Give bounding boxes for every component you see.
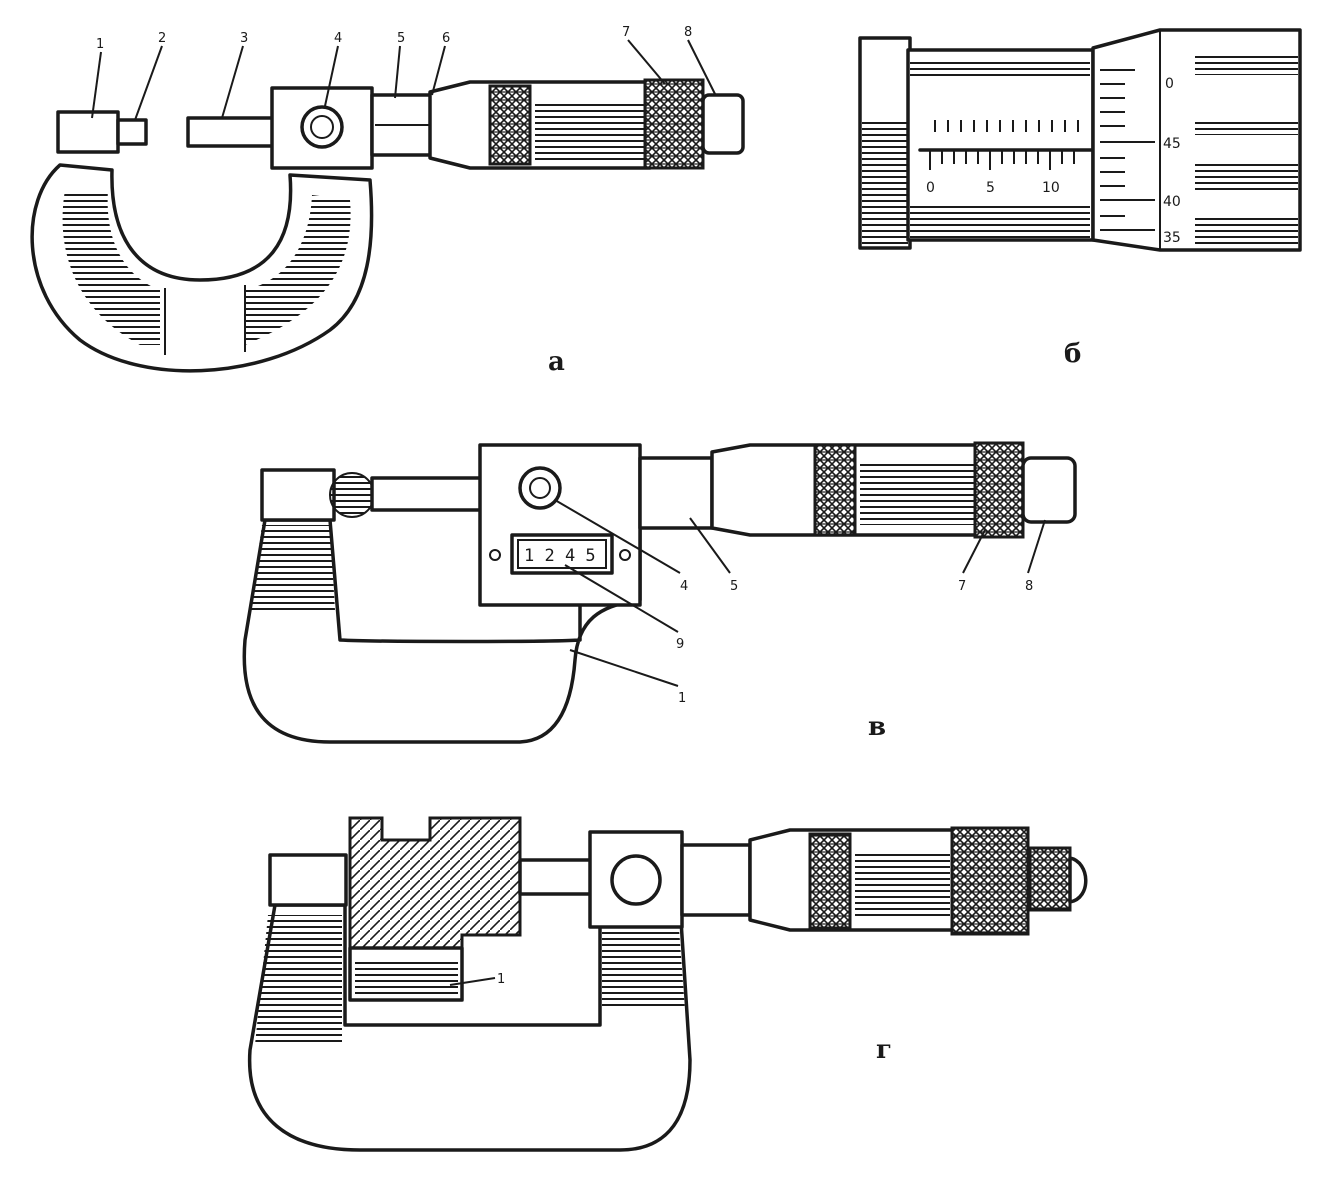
panel-label-a: а	[548, 347, 565, 377]
sleeve-upper-ticks	[934, 120, 1079, 132]
callout-8: 8	[1025, 579, 1033, 594]
thimble-number-45: 45	[1163, 136, 1181, 152]
panel-g-leader	[449, 977, 496, 986]
digital-display	[510, 533, 614, 575]
body-block	[478, 443, 642, 607]
thimble-number-35: 35	[1163, 230, 1181, 246]
callout-4: 4	[680, 579, 688, 594]
sleeve	[680, 843, 752, 917]
panel-label-g: г	[876, 1035, 892, 1065]
ratchet-cap	[1021, 456, 1077, 524]
display-value: 1 2 4 5	[524, 546, 596, 566]
ratchet-knurl	[950, 826, 1030, 936]
thimble-knurl	[488, 84, 532, 166]
anvil-face	[116, 118, 148, 146]
ratchet-knurl	[643, 78, 705, 170]
sleeve-number-5: 5	[986, 180, 995, 196]
thimble-knurl	[813, 443, 857, 537]
spindle	[370, 476, 484, 512]
sleeve	[638, 456, 714, 530]
callout-2: 2	[158, 31, 166, 46]
callout-9: 9	[676, 637, 684, 652]
panel-b-scale-detail: 0 5 10 0 45 40 35 б	[858, 28, 1302, 369]
ratchet-nut	[1028, 846, 1072, 912]
ratchet-cap	[701, 93, 745, 155]
thimble-number-0: 0	[1165, 76, 1174, 92]
callout-1: 1	[96, 37, 104, 52]
callout-3: 3	[240, 31, 248, 46]
panel-label-v: в	[868, 712, 886, 742]
frame	[247, 903, 692, 1152]
callout-4: 4	[334, 31, 342, 46]
frame-hatching	[62, 190, 161, 345]
sleeve-lower-ticks	[929, 150, 1075, 170]
sleeve-number-0: 0	[926, 180, 935, 196]
spindle	[518, 858, 594, 896]
panel-g-thread-micrometer: 1 г	[247, 816, 1088, 1152]
ratchet-knurl	[973, 441, 1025, 539]
ratchet-cap	[1068, 856, 1088, 904]
anvil	[268, 853, 348, 907]
anvil	[56, 110, 120, 154]
callout-7: 7	[958, 579, 966, 594]
frame	[242, 518, 642, 744]
callout-5: 5	[397, 31, 405, 46]
callout-7: 7	[622, 25, 630, 40]
sleeve-number-10: 10	[1042, 180, 1060, 196]
callout-5: 5	[730, 579, 738, 594]
callout-6: 6	[442, 31, 450, 46]
panel-v-leaders	[554, 499, 1046, 687]
thimble-knurl	[808, 832, 852, 930]
thimble-ticks	[1100, 69, 1155, 231]
callout-1: 1	[678, 691, 686, 706]
panel-v-digital-micrometer: 1 2 4 5 4 5 7 8 9 1 в	[242, 441, 1077, 744]
panel-a-micrometer: 1 2 3 4 5 6 7 8 а	[30, 25, 745, 377]
frame-hatching-right	[245, 195, 351, 345]
spindle	[186, 116, 285, 148]
lock-ring	[300, 105, 344, 149]
panel-label-b: б	[1064, 339, 1081, 369]
callout-1: 1	[497, 972, 505, 987]
anvil	[260, 468, 336, 522]
lock-ring	[610, 854, 662, 906]
thimble-number-40: 40	[1163, 194, 1181, 210]
panel-a-leaders	[91, 39, 717, 121]
lock-ring	[518, 466, 562, 510]
callout-8: 8	[684, 25, 692, 40]
